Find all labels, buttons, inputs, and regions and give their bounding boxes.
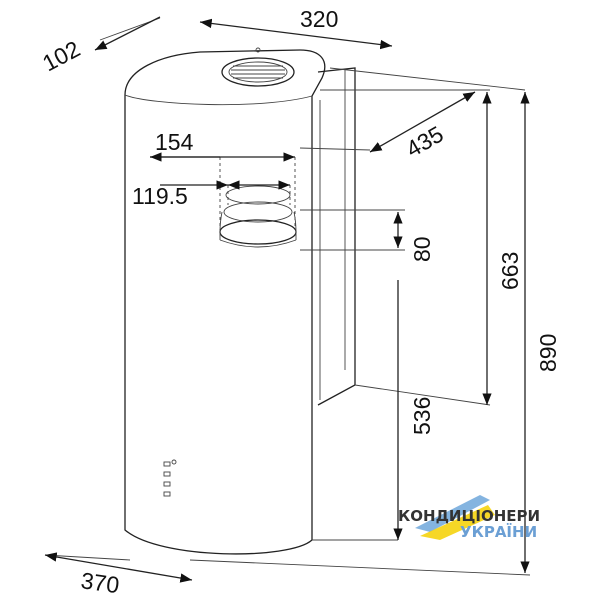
dim-line-320 xyxy=(199,18,393,50)
logo-line1: КОНДИЦІОНЕРИ xyxy=(398,507,540,525)
label-102: 102 xyxy=(38,35,84,76)
label-119-5: 119.5 xyxy=(132,183,188,209)
label-663: 663 xyxy=(497,252,523,290)
label-320: 320 xyxy=(300,6,338,32)
dim-line-435 xyxy=(369,91,476,153)
control-panel xyxy=(163,459,177,497)
watermark-logo: КОНДИЦІОНЕРИ УКРАЇНИ xyxy=(398,495,540,541)
label-890: 890 xyxy=(535,334,561,372)
label-154: 154 xyxy=(155,129,194,155)
dim-line-370 xyxy=(44,552,193,583)
dim-line-102 xyxy=(94,16,161,51)
label-435: 435 xyxy=(402,121,448,163)
wall-plate xyxy=(317,67,356,406)
label-80: 80 xyxy=(409,236,435,262)
label-536: 536 xyxy=(409,397,435,435)
duct-outlet xyxy=(219,157,297,248)
label-370: 370 xyxy=(79,567,121,598)
top-vent xyxy=(221,47,295,87)
logo-line2: УКРАЇНИ xyxy=(460,522,537,541)
hood-body xyxy=(124,49,326,555)
